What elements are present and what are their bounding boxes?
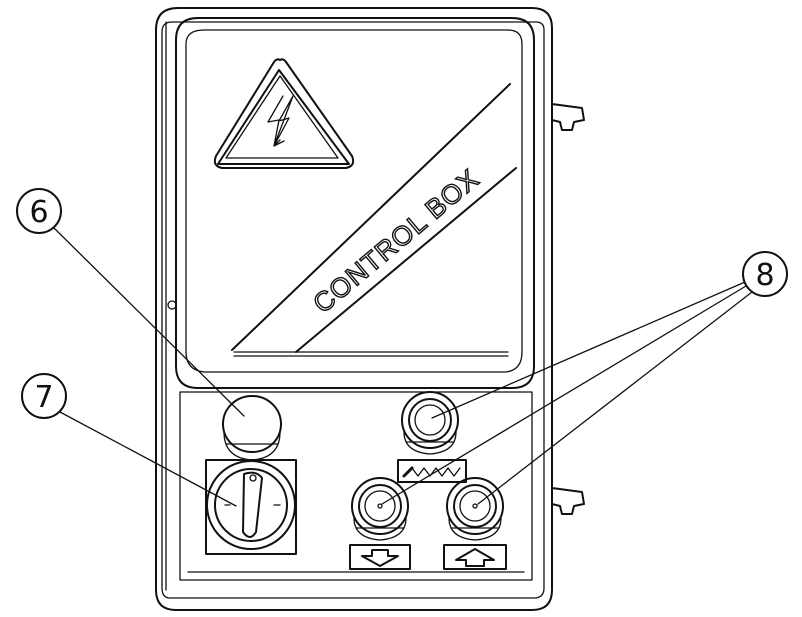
heater-button[interactable]	[401, 391, 459, 455]
control-box-lid	[175, 17, 535, 389]
indicator-lamp	[222, 395, 282, 461]
callout-6-label: 6	[29, 195, 48, 230]
callout-7: 7	[21, 373, 237, 507]
lower-panel	[179, 391, 533, 581]
down-button[interactable]	[351, 477, 409, 541]
hinge-upper	[551, 103, 585, 131]
heating-element-icon	[397, 459, 467, 483]
label-band	[231, 83, 517, 353]
main-switch[interactable]	[205, 459, 297, 555]
arrow-up-icon	[443, 544, 507, 570]
high-voltage-warning-icon	[213, 58, 355, 169]
callout-6: 6	[16, 188, 245, 417]
arrow-down-icon	[349, 544, 411, 570]
control-box-housing	[155, 7, 553, 611]
panel-label: CONTROL BOX	[307, 163, 484, 319]
hinge-lower	[551, 487, 585, 515]
callout-8-label: 8	[755, 258, 774, 293]
callout-8: 8	[381, 251, 788, 505]
callout-7-label: 7	[34, 380, 53, 415]
up-button[interactable]	[446, 477, 504, 541]
